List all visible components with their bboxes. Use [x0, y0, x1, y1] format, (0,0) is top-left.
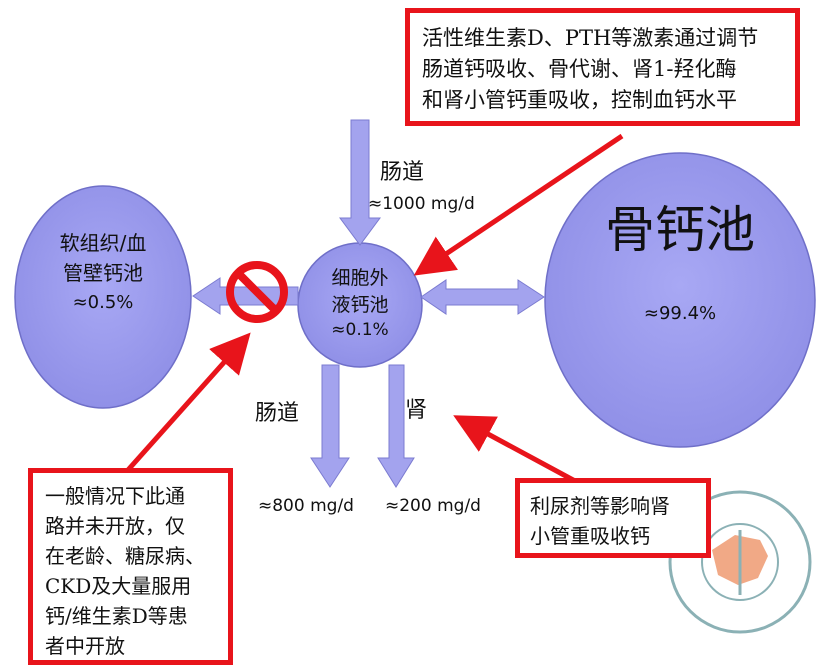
gut-output-label: 肠道 — [255, 401, 300, 426]
extracellular-value: ≈0.1% — [331, 320, 389, 340]
bone-pool-title: 骨钙池 — [605, 201, 755, 259]
top-note-line: 活性维生素D、PTH等激素通过调节 — [422, 26, 759, 50]
soft-tissue-line: 管壁钙池 — [63, 261, 143, 285]
soft-tissue-pool-ellipse — [14, 185, 192, 409]
left-note-pointer-arrow — [126, 332, 251, 472]
extracellular-line: 细胞外 — [331, 267, 389, 289]
left-note-line: 者中开放 — [45, 634, 125, 658]
left-note-box: 一般情况下此通 路并未开放，仅 在老龄、糖尿病、 CKD及大量服用 钙/维生素D… — [28, 468, 233, 665]
left-note-line: CKD及大量服用 — [45, 574, 192, 598]
kidney-output-label: 肾 — [405, 398, 428, 423]
extracellular-line: 液钙池 — [331, 294, 389, 316]
soft-tissue-pool-label: 软组织/血 管壁钙池 ≈0.5% — [15, 228, 191, 318]
intake-label: 肠道 — [380, 160, 425, 185]
right-note-line: 小管重吸收钙 — [530, 524, 650, 548]
bone-exchange-double-arrow — [420, 279, 545, 315]
top-note-line: 肠道钙吸收、骨代谢、肾1-羟化酶 — [422, 57, 737, 81]
left-note-line: 在老龄、糖尿病、 — [45, 544, 205, 568]
top-note-box: 活性维生素D、PTH等激素通过调节 肠道钙吸收、骨代谢、肾1-羟化酶 和肾小管钙… — [405, 8, 800, 126]
right-note-box: 利尿剂等影响肾 小管重吸收钙 — [515, 478, 711, 558]
kidney-output-value: ≈200 mg/d — [385, 496, 481, 516]
soft-tissue-line: 软组织/血 — [59, 231, 147, 255]
gut-output-value: ≈800 mg/d — [258, 496, 354, 516]
left-note-line: 钙/维生素D等患 — [45, 604, 188, 628]
left-note-line: 路并未开放，仅 — [45, 514, 185, 538]
bone-pool-value: ≈99.4% — [643, 303, 717, 324]
top-note-line: 和肾小管钙重吸收，控制血钙水平 — [422, 88, 737, 112]
right-note-pointer-arrow — [453, 415, 590, 491]
extracellular-pool-label: 细胞外 液钙池 ≈0.1% — [298, 265, 422, 341]
gut-output-arrow — [310, 364, 350, 488]
soft-tissue-value: ≈0.5% — [72, 292, 134, 313]
bone-pool-ellipse — [544, 152, 816, 448]
intake-arrow — [339, 119, 381, 246]
top-note-pointer-arrow — [413, 133, 624, 276]
left-note-line: 一般情况下此通 — [45, 484, 185, 508]
kidney-output-arrow — [377, 364, 415, 488]
intake-value: ≈1000 mg/d — [368, 194, 475, 214]
prohibited-icon — [226, 261, 288, 323]
right-note-line: 利尿剂等影响肾 — [530, 494, 670, 518]
